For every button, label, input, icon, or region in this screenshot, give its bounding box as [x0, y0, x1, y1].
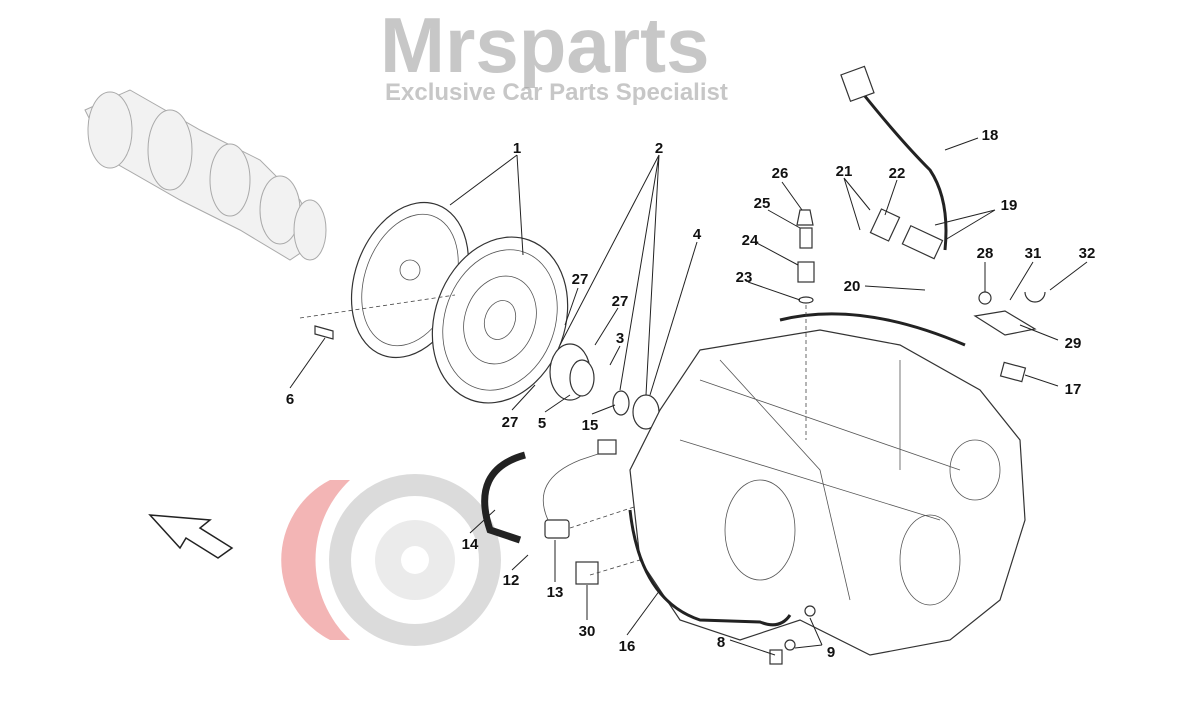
- callout-15: 15: [582, 417, 599, 434]
- hose: [481, 451, 526, 544]
- switch-stack: [796, 209, 815, 440]
- sensor-connector: [597, 439, 617, 455]
- callout-3: 3: [616, 330, 624, 347]
- callout-13: 13: [547, 584, 564, 601]
- crankshaft: [84, 89, 327, 261]
- assembly-line: [569, 504, 641, 576]
- direction-arrow-icon: [148, 514, 234, 559]
- transmission-housing: [629, 329, 1026, 656]
- callout-20: 20: [844, 278, 861, 295]
- watermark-brand: Mrsparts: [380, 1, 709, 89]
- leader-lines: [289, 137, 1088, 656]
- callout-1: 1: [513, 140, 521, 157]
- callout-18: 18: [982, 127, 999, 144]
- watermark-logo-disc: [281, 474, 501, 646]
- bolt: [314, 325, 334, 340]
- callout-8: 8: [717, 634, 725, 651]
- clip-32: [1024, 291, 1046, 303]
- washer: [804, 605, 816, 617]
- bracket-29: [973, 310, 1037, 336]
- callout-12: 12: [503, 572, 520, 589]
- pipe-lower: [628, 509, 792, 627]
- assembly-line: [299, 294, 456, 319]
- callout-31: 31: [1025, 245, 1042, 262]
- callout-9: 9: [827, 644, 835, 661]
- sensor-cable: [542, 449, 611, 521]
- callout-22: 22: [889, 165, 906, 182]
- wiring-harness: [858, 89, 948, 251]
- callout-4: 4: [693, 226, 702, 243]
- callout-19: 19: [1001, 197, 1018, 214]
- callout-25: 25: [754, 195, 771, 212]
- callout-28: 28: [977, 245, 994, 262]
- callout-26: 26: [772, 165, 789, 182]
- release-bearing: [549, 343, 595, 401]
- pipe: [779, 312, 966, 347]
- sensor-bracket: [575, 561, 599, 585]
- callout-27-c: 27: [502, 414, 519, 431]
- callout-24: 24: [742, 232, 759, 249]
- callout-32: 32: [1079, 245, 1096, 262]
- callout-30: 30: [579, 623, 596, 640]
- callout-29: 29: [1065, 335, 1082, 352]
- switch-17: [999, 361, 1027, 383]
- watermark-tagline: Exclusive Car Parts Specialist: [385, 79, 728, 106]
- callout-23: 23: [736, 269, 753, 286]
- watermark: Mrsparts Exclusive Car Parts Specialist: [281, 1, 728, 646]
- speed-sensor: [544, 519, 570, 539]
- banjo-bolt: [769, 649, 783, 665]
- washer: [784, 639, 796, 651]
- callout-5: 5: [538, 415, 546, 432]
- callout-2: 2: [655, 140, 663, 157]
- callout-labels: 1 2 3 4 5 6 8 9 12 13 14 15 16 17 18 19 …: [286, 127, 1096, 661]
- callout-16: 16: [619, 638, 636, 655]
- sensor-22: [869, 208, 901, 242]
- callout-27-b: 27: [612, 293, 629, 310]
- harness-connector: [840, 65, 875, 103]
- seal: [612, 390, 630, 416]
- callout-17: 17: [1065, 381, 1082, 398]
- callout-27-a: 27: [572, 271, 589, 288]
- callout-6: 6: [286, 391, 294, 408]
- callout-14: 14: [462, 536, 479, 553]
- callout-21: 21: [836, 163, 853, 180]
- harness-plug: [901, 224, 944, 260]
- screw-28: [978, 291, 992, 305]
